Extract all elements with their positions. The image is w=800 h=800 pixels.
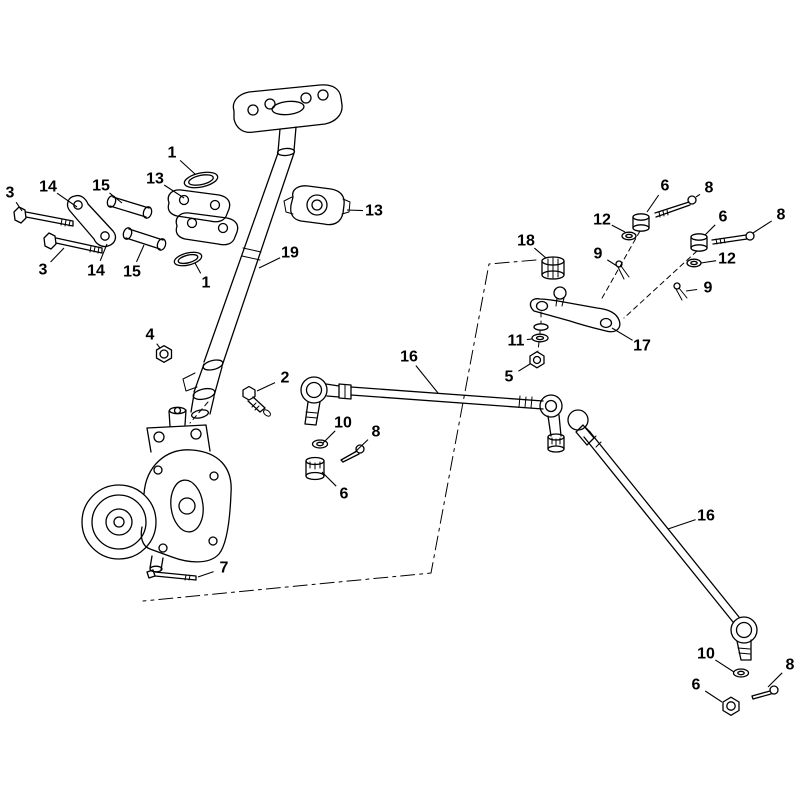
part-number-label: 19 — [281, 245, 299, 262]
leader-line — [526, 338, 533, 341]
part-number-label: 13 — [146, 171, 164, 188]
part-number-label: 8 — [372, 424, 381, 441]
part-number-label: 10 — [697, 646, 715, 663]
o-ring-upper — [183, 171, 219, 189]
part-number-label: 18 — [517, 233, 535, 250]
part-number-label: 16 — [697, 508, 715, 525]
leader-line — [611, 327, 633, 341]
part-number-label: 15 — [92, 178, 110, 195]
part-number-label: 3 — [39, 262, 48, 279]
ball-joint-hardware-left — [305, 439, 365, 481]
leader-line — [518, 363, 531, 372]
column-clamp-right — [283, 185, 351, 226]
leader-line — [611, 224, 626, 233]
leader-line — [321, 471, 337, 487]
part-number-label: 4 — [146, 327, 155, 344]
arm-stud-hardware — [600, 195, 755, 319]
part-number-label: 8 — [786, 657, 795, 674]
leader-line — [752, 220, 772, 234]
part-number-label: 14 — [39, 179, 57, 196]
leader-line — [346, 209, 364, 212]
part-number-label: 12 — [718, 251, 736, 268]
leader-line — [99, 243, 108, 262]
column-clamp-left — [167, 189, 239, 246]
part-number-label: 15 — [123, 264, 141, 281]
leader-line — [695, 193, 701, 198]
leader-line — [163, 184, 185, 199]
part-number-label: 1 — [202, 275, 211, 292]
part-number-label: 9 — [704, 280, 713, 297]
leader-line — [156, 343, 161, 349]
leader-line — [415, 365, 439, 394]
leader-line — [50, 247, 65, 263]
part-number-label: 11 — [508, 333, 525, 350]
steering-gearbox — [81, 406, 232, 573]
clamp-plate — [66, 194, 117, 248]
leader-line — [354, 439, 369, 453]
leader-line — [322, 430, 336, 444]
part-number-label: 14 — [87, 263, 105, 280]
part-number-label: 6 — [661, 178, 670, 195]
leader-line — [179, 159, 196, 175]
leader-line — [534, 247, 547, 259]
leader-line — [15, 201, 23, 212]
leader-line — [715, 659, 735, 673]
leader-line — [56, 192, 78, 208]
leader-line — [135, 244, 145, 263]
phantom-boundary-line — [142, 259, 537, 602]
tie-rod-right — [575, 424, 758, 661]
part-number-label: 8 — [705, 180, 714, 197]
part-number-label: 10 — [334, 415, 352, 432]
clamp-bolts — [13, 206, 103, 254]
clamp-bushings — [106, 195, 167, 251]
leader-line — [258, 257, 281, 269]
leader-line — [767, 672, 783, 688]
steering-arm — [529, 286, 621, 369]
leader-line — [197, 571, 214, 578]
part-number-label: 7 — [220, 560, 229, 577]
part-number-label: 6 — [340, 486, 349, 503]
part-number-label: 6 — [719, 209, 728, 226]
part-number-label: 13 — [365, 203, 383, 220]
leader-line — [646, 194, 660, 213]
leader-line — [194, 262, 202, 274]
dust-cap — [541, 256, 565, 280]
gearbox-bolt — [146, 569, 197, 581]
column-nut — [155, 345, 173, 363]
part-number-label: 17 — [633, 338, 651, 355]
leader-line — [256, 382, 276, 392]
part-number-label: 9 — [594, 246, 603, 263]
column-pinch-bolt — [242, 385, 271, 417]
center-ball-housings — [539, 394, 591, 453]
leader-line — [704, 690, 723, 703]
part-number-label: 3 — [6, 185, 15, 202]
leader-line — [607, 259, 618, 267]
part-number-label: 8 — [777, 207, 786, 224]
part-number-label: 12 — [593, 212, 611, 229]
leader-line — [704, 224, 716, 236]
leader-line — [700, 260, 717, 264]
part-number-label: 6 — [692, 677, 701, 694]
tie-rod-left — [300, 376, 544, 426]
o-ring-lower — [173, 251, 203, 267]
leader-line — [685, 288, 698, 292]
part-number-label: 5 — [505, 369, 514, 386]
part-number-label: 16 — [400, 349, 418, 366]
part-number-label: 1 — [168, 145, 177, 162]
part-number-label: 2 — [281, 370, 290, 387]
ball-joint-hardware-bottom — [722, 668, 779, 716]
handlebar-clamp — [232, 84, 343, 153]
steering-column — [182, 147, 296, 424]
leader-line — [667, 519, 696, 530]
leader-line — [109, 192, 123, 204]
